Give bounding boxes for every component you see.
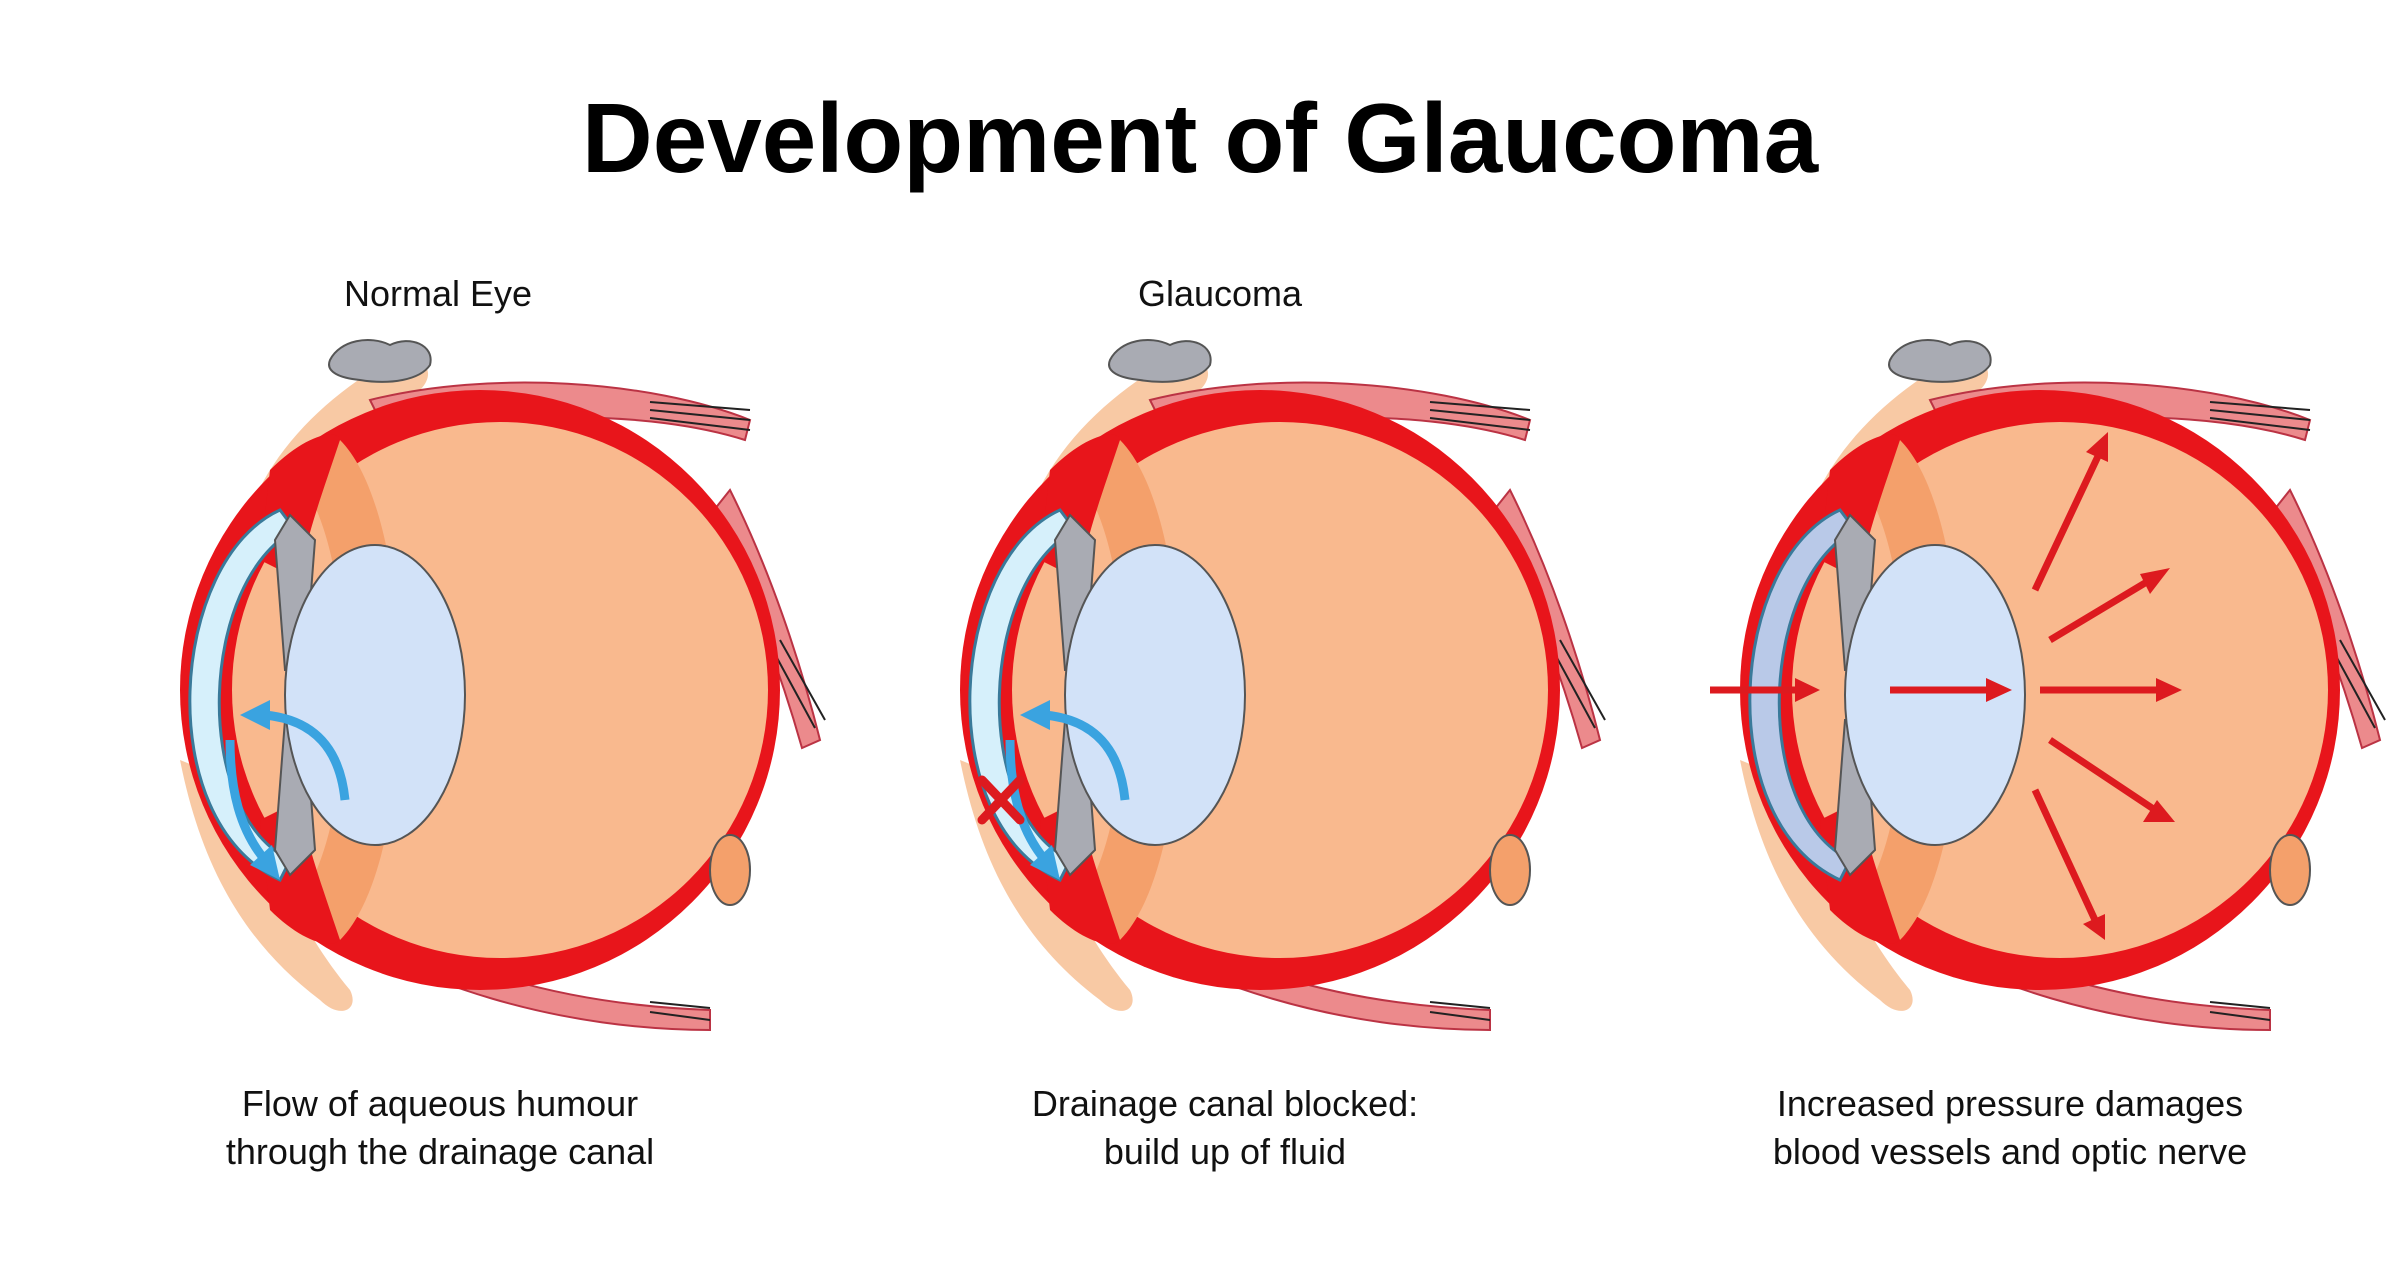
pressure-arrow-icon [2048,568,2170,644]
cornea [968,508,1078,882]
caption-line: Flow of aqueous humour [241,1083,639,1124]
flow-arrow-head-icon [1030,845,1060,880]
eye-anatomy [1740,339,2386,1032]
glaucoma-eye-illustration [960,339,1606,1032]
caption-line: blood vessels and optic nerve [1772,1131,2248,1172]
muscle-tendons [2209,401,2386,1021]
pressure-arrow-icon [2048,737,2175,822]
optic-disc [2269,834,2311,906]
optic-disc [709,834,751,906]
eye-anatomy [180,339,826,1032]
flow-arrows [1005,700,1130,880]
eye-anatomy [960,339,1606,1032]
caption-line: Drainage canal blocked: [1031,1083,1419,1124]
flow-arrow-icon [225,739,269,863]
pressure-eye-illustration [1710,339,2386,1032]
lens [284,544,466,846]
normal-eye-illustration [180,339,826,1032]
fat-tissue [1108,339,1212,383]
flow-arrow-icon [264,710,350,801]
lens [1064,544,1246,846]
caption-line: build up of fluid [1103,1131,1347,1172]
pressure-arrow-icon [1710,678,1820,702]
panel-label-normal-eye: Normal Eye [343,273,533,314]
caption-glaucoma: Drainage canal blocked: build up of flui… [905,1080,1545,1176]
pressure-arrow-icon [1890,678,2012,702]
diagram-title: Development of Glaucoma [581,83,1819,193]
flow-arrow-icon [1005,739,1049,863]
fat-tissue [1888,339,1992,383]
flow-arrow-head-icon [250,845,280,880]
caption-pressure: Increased pressure damages blood vessels… [1690,1080,2330,1176]
caption-line: through the drainage canal [225,1131,655,1172]
pressure-arrow-icon [2031,432,2108,592]
optic-disc [1489,834,1531,906]
pressure-arrows [1710,432,2182,940]
flow-arrow-icon [1044,710,1130,801]
panel-label-glaucoma: Glaucoma [1137,273,1303,314]
pressure-arrow-icon [2031,788,2105,940]
pressure-arrow-icon [2040,678,2182,702]
blocked-x-icon [977,775,1025,825]
cornea [188,508,298,882]
muscle-tendons [1429,401,1606,1021]
caption-line: Increased pressure damages [1776,1083,2244,1124]
flow-arrows [225,700,350,880]
fat-tissue [328,339,432,383]
flow-arrow-head-icon [1020,700,1050,730]
lens [1844,544,2026,846]
muscle-tendons [649,401,826,1021]
flow-arrow-head-icon [240,700,270,730]
caption-normal-eye: Flow of aqueous humour through the drain… [120,1080,760,1176]
cornea [1748,508,1858,882]
